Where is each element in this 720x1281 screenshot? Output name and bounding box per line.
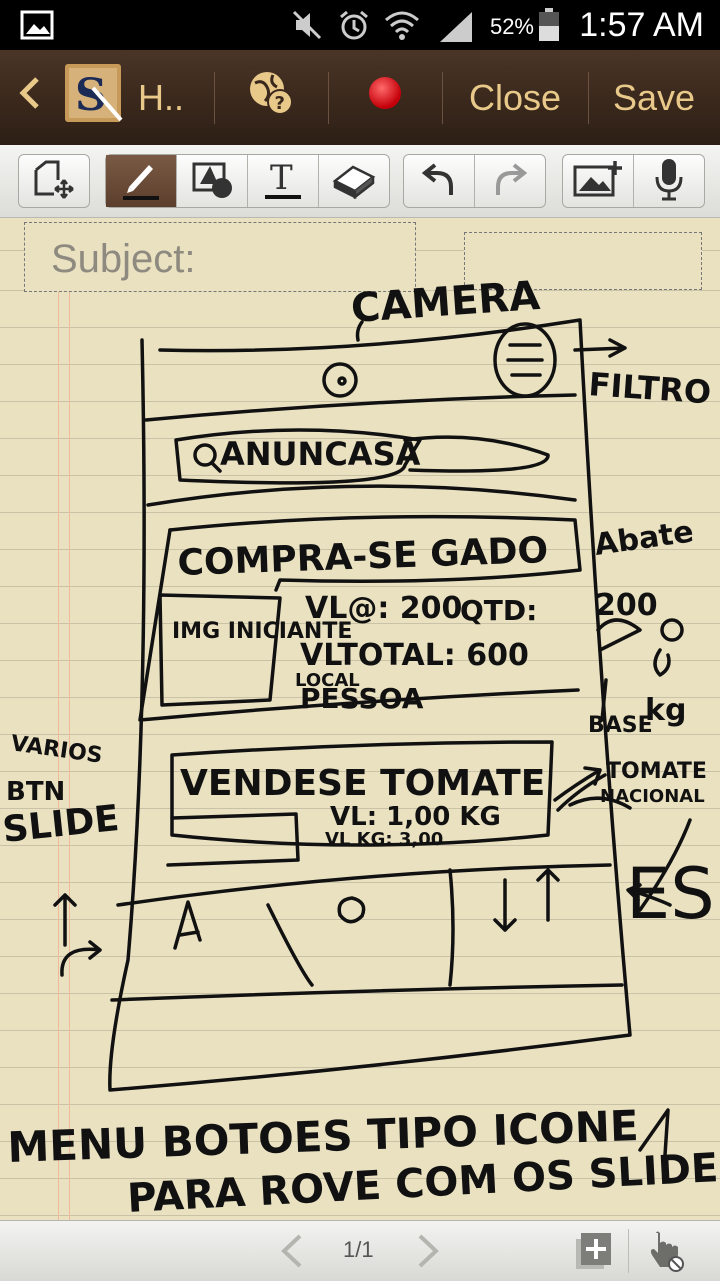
help-button[interactable]: ?: [238, 50, 304, 145]
tools-group: T: [105, 154, 390, 208]
subject-label: Subject:: [51, 237, 196, 281]
record-button[interactable]: [350, 50, 420, 145]
mute-icon: [292, 10, 322, 45]
side-tomate-note: TOMATE: [606, 759, 707, 784]
note-canvas[interactable]: Subject:: [0, 218, 720, 1220]
pen-toolbar: T: [0, 145, 720, 218]
divider: [214, 72, 215, 124]
svg-text:?: ?: [275, 93, 285, 114]
card2-vl-note: VL: 1,00 KG: [330, 802, 501, 832]
pen-mode-button[interactable]: [646, 1229, 686, 1278]
undo-button[interactable]: [404, 155, 475, 207]
eraser-tool-icon: [331, 159, 377, 204]
close-button[interactable]: Close: [468, 76, 562, 118]
divider: [328, 72, 329, 124]
select-tool-button[interactable]: [19, 155, 89, 207]
hand-pointer-icon: [646, 1231, 686, 1277]
alarm-icon: [338, 10, 370, 47]
history-group: [403, 154, 546, 208]
side-kg-note: kg: [645, 693, 686, 728]
subject-field[interactable]: Subject:: [24, 222, 416, 292]
app-icon-button[interactable]: S: [60, 50, 126, 145]
wifi-icon: [384, 10, 420, 47]
s-note-icon: S: [63, 62, 123, 133]
side-base-note: BASE: [588, 713, 653, 738]
back-button[interactable]: [8, 50, 52, 145]
status-clock: 1:57 AM: [579, 6, 704, 44]
next-page-button[interactable]: [414, 1233, 444, 1274]
eraser-tool-button[interactable]: [319, 155, 389, 207]
left-note-2: BTN: [6, 777, 65, 807]
chevron-left-icon: [19, 76, 41, 119]
add-page-icon: [575, 1233, 613, 1275]
undo-icon: [421, 159, 457, 204]
subject-side-field[interactable]: [464, 232, 702, 290]
card1-value-note: VL@: 200: [305, 591, 462, 626]
card1-img-note: IMG INICIANTE: [172, 619, 352, 644]
save-button[interactable]: Save: [612, 76, 696, 118]
insert-image-icon: [573, 159, 623, 204]
action-bar: S H.. ? Close Save: [0, 50, 720, 145]
card1-qty-note: QTD:: [460, 594, 537, 627]
page-indicator: 1/1: [343, 1237, 374, 1262]
prev-page-button[interactable]: [276, 1233, 306, 1274]
add-page-button[interactable]: [575, 1231, 613, 1276]
divider: [628, 1229, 629, 1273]
side-nacional-note: NACIONAL: [600, 786, 705, 807]
card1-local-note: LOCAL: [295, 670, 360, 691]
page-navigation-bar: 1/1: [0, 1220, 720, 1281]
globe-help-icon: ?: [247, 69, 295, 126]
svg-text:T: T: [270, 158, 293, 198]
pen-tool-button[interactable]: [106, 155, 177, 207]
redo-button[interactable]: [475, 155, 545, 207]
pen-tool-icon: [119, 157, 163, 206]
card1-pessoa-note: PESSOA: [300, 682, 424, 715]
chevron-right-icon: [414, 1234, 444, 1273]
divider: [588, 72, 589, 124]
side-qty-note: 200: [595, 588, 658, 623]
margin-line: [58, 290, 70, 1220]
left-note-1: VARIOS: [9, 731, 104, 769]
battery-percent: 52%: [489, 14, 534, 39]
card2-total-note: VL KG: 3,00: [325, 829, 443, 850]
signal-icon: [438, 10, 474, 47]
side-abate-note: Abate: [592, 514, 696, 563]
insert-image-button[interactable]: [563, 155, 634, 207]
note-title[interactable]: H..: [137, 76, 184, 118]
shape-tool-icon: [190, 158, 234, 205]
insert-group: [562, 154, 705, 208]
camera-note: CAMERA: [349, 273, 541, 332]
filtro-note: FILTRO: [587, 365, 712, 411]
redo-icon: [492, 159, 528, 204]
text-tool-button[interactable]: T: [248, 155, 319, 207]
divider: [442, 72, 443, 124]
card2-title-note: VENDESE TOMATE: [180, 763, 545, 804]
voice-record-button[interactable]: [634, 155, 704, 207]
handwritten-sketch: CAMERA FILTRO ANUNCASA COMPRA-SE GADO VL…: [1, 273, 720, 1220]
image-notification-icon: [20, 10, 54, 45]
status-bar: 52% 1:57 AM: [0, 0, 720, 50]
text-tool-icon: T: [261, 157, 305, 206]
select-group: [18, 154, 90, 208]
voice-record-icon: [653, 157, 685, 206]
battery-icon: [538, 8, 560, 47]
side-es-note: ES: [626, 853, 715, 935]
card1-total-note: VLTOTAL: 600: [300, 638, 529, 673]
search-note: ANUNCASA: [220, 435, 421, 473]
select-tool-icon: [32, 158, 76, 205]
record-icon: [368, 76, 402, 119]
shape-tool-button[interactable]: [177, 155, 248, 207]
chevron-left-icon: [276, 1234, 306, 1273]
